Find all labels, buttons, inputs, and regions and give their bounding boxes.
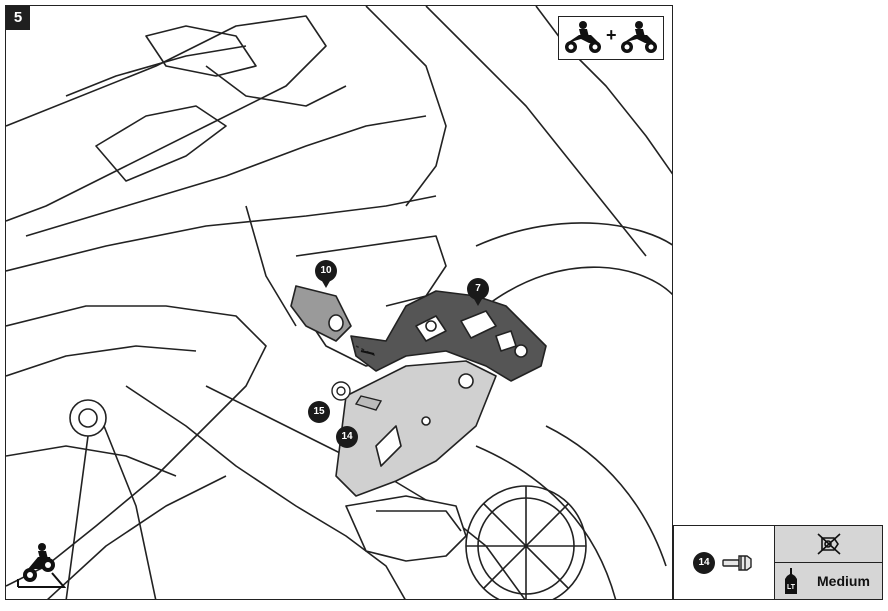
- bolt-icon: [722, 554, 752, 571]
- mounting-bracket: [290, 285, 547, 382]
- callout-15: 15: [308, 401, 330, 423]
- threadlock-bottle-label: LT: [787, 584, 796, 591]
- callout-10: 10: [315, 260, 337, 288]
- bolt-assembly: [331, 345, 383, 411]
- motorcycle-on-stand-icon: [17, 543, 66, 588]
- rider-count-badge: +: [558, 16, 664, 60]
- threadlock-strength-label: Medium: [817, 573, 870, 589]
- callout-7: 7: [467, 278, 489, 306]
- guard-plate: [335, 360, 497, 497]
- step-number: 5: [6, 6, 30, 30]
- spec-no-grease-row: [775, 526, 882, 563]
- spec-threadlock-row: LT Medium: [775, 563, 882, 599]
- no-grease-icon: [816, 533, 841, 555]
- spec-box: 14 LT Medium: [673, 525, 883, 600]
- spec-info-cell: LT Medium: [775, 526, 882, 599]
- motorcycle-illustration: [6, 6, 672, 599]
- callout-14: 14: [336, 426, 358, 448]
- instruction-panel: 5: [5, 5, 673, 600]
- threadlock-bottle-icon: LT: [785, 568, 797, 594]
- plus-symbol: +: [606, 25, 617, 45]
- spec-part-cell: 14: [674, 526, 775, 599]
- two-riders-icon: [565, 21, 657, 53]
- spec-callout-14: 14: [693, 551, 715, 574]
